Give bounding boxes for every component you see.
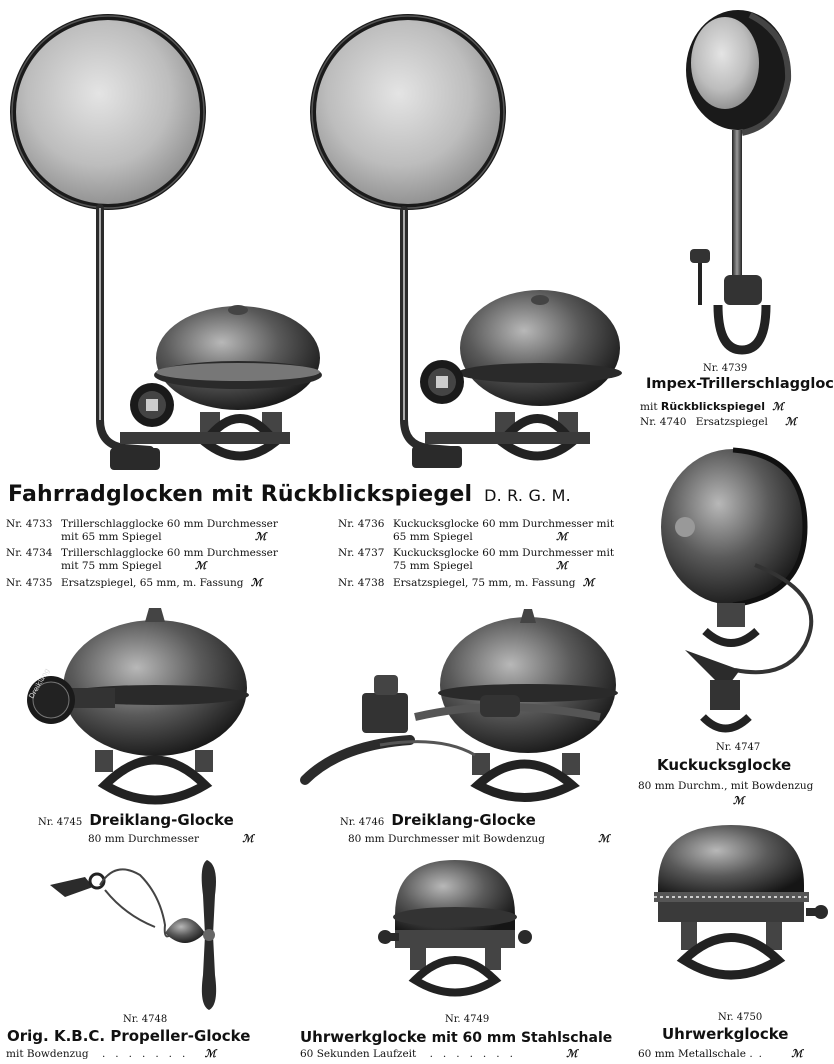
impex-line2: Nr. 4740 Ersatzspiegel ℳ [640, 416, 796, 429]
row-nr: Nr. 4736 [338, 518, 385, 530]
row-price: ℳ [556, 531, 568, 543]
row-line1: Ersatzspiegel, 75 mm, m. Fassung [393, 577, 576, 589]
price: ℳ [242, 833, 254, 845]
price-row-4738: Nr. 4738 Ersatzspiegel, 75 mm, m. Fassung… [338, 577, 594, 590]
price: ℳ [791, 1048, 803, 1060]
price: ℳ [566, 1048, 578, 1060]
caption-dreiklang2: Nr. 4746 Dreiklang-Glocke [340, 810, 536, 829]
impex-line1: mit Rückblickspiegel ℳ [640, 400, 784, 414]
row-line1: Kuckucksglocke 60 mm Durchmesser mit [393, 518, 615, 530]
desc-text: 80 mm Durchmesser mit Bowdenzug [348, 833, 545, 845]
row-price: ℳ [254, 531, 267, 543]
product-price-cuckoo: ℳ [733, 795, 745, 807]
mirror-bell-cuckoo-illustration [310, 14, 622, 468]
propeller-bell-illustration [50, 860, 217, 1010]
product-number-impex: Nr. 4739 [703, 363, 748, 374]
price-row-4735: Nr. 4735 Ersatzspiegel, 65 mm, m. Fassung… [6, 577, 262, 590]
row-price: ℳ [556, 560, 568, 572]
product-number-dreiklang1: Nr. 4745 [38, 817, 83, 828]
clockwork-bell-metal-illustration [654, 825, 828, 980]
price-row-4736: Nr. 4736 Kuckucksglocke 60 mm Durchmesser… [338, 518, 614, 544]
product-title-dreiklang1: Dreiklang-Glocke [89, 811, 234, 829]
dreiklang-bell-illustration [27, 608, 249, 805]
product-title-cuckoo: Kuckucksglocke [657, 756, 792, 774]
row-line2: mit 65 mm Spiegel [61, 531, 162, 543]
product-title-propeller: Orig. K.B.C. Propeller-Glocke [7, 1027, 251, 1045]
desc-text: 60 Sekunden Laufzeit [300, 1048, 417, 1060]
row-line1: Trillerschlagglocke 60 mm Durchmesser [61, 547, 278, 559]
price-row-4733: Nr. 4733 Trillerschlagglocke 60 mm Durchm… [6, 518, 278, 544]
impex-bell-illustration [686, 10, 792, 355]
row-nr: Nr. 4737 [338, 547, 385, 559]
product-desc-dreiklang2: 80 mm Durchmesser mit Bowdenzug ℳ [348, 833, 610, 846]
caption-dreiklang1: Nr. 4745 Dreiklang-Glocke [38, 810, 234, 829]
product-number-clockwork2: Nr. 4750 [718, 1012, 763, 1023]
row-price: ℳ [250, 577, 263, 589]
product-desc-dreiklang1: 80 mm Durchmesser ℳ [88, 833, 254, 846]
impex-line2-nr: Nr. 4740 [640, 416, 687, 428]
impex-line1-bold: Rückblickspiegel [660, 400, 766, 413]
price: ℳ [598, 833, 610, 845]
desc-text: 60 mm Metallschale [638, 1048, 746, 1060]
row-nr: Nr. 4734 [6, 547, 53, 559]
title-rest: mit 60 mm Stahlschale [431, 1030, 613, 1046]
row-nr: Nr. 4738 [338, 577, 385, 589]
product-desc-clockwork1: 60 Sekunden Laufzeit ....... ℳ [300, 1048, 578, 1061]
row-price: ℳ [582, 577, 595, 589]
product-title-dreiklang2: Dreiklang-Glocke [391, 811, 536, 829]
row-nr: Nr. 4735 [6, 577, 53, 589]
product-number-clockwork1: Nr. 4749 [445, 1014, 490, 1025]
product-title-clockwork2: Uhrwerkglocke [662, 1025, 789, 1043]
main-title-text: Fahrradglocken mit Rückblickspiegel [8, 482, 473, 507]
impex-line1-pre: mit [640, 401, 658, 413]
row-line1: Ersatzspiegel, 65 mm, m. Fassung [61, 577, 244, 589]
leader-dots: .. [749, 1048, 769, 1060]
product-number-dreiklang2: Nr. 4746 [340, 817, 385, 828]
product-title-impex: Impex-Trillerschlagglocke [646, 376, 834, 392]
title-bold: Uhrwerkglocke [300, 1028, 427, 1046]
row-line2: mit 75 mm Spiegel [61, 560, 162, 572]
leader-dots: ....... [101, 1048, 196, 1060]
row-line1: Kuckucksglocke 60 mm Durchmesser mit [393, 547, 615, 559]
impex-line2-price: ℳ [785, 416, 797, 428]
mirror-bell-trill-illustration [10, 14, 322, 470]
product-desc-propeller: mit Bowdenzug ....... ℳ [6, 1048, 216, 1061]
dreiklang-bowden-bell-illustration [300, 609, 618, 802]
desc-text: 80 mm Durchmesser [88, 833, 199, 845]
desc-text: mit Bowdenzug [6, 1048, 89, 1060]
price-row-4734: Nr. 4734 Trillerschlagglocke 60 mm Durchm… [6, 547, 278, 573]
price-row-4737: Nr. 4737 Kuckucksglocke 60 mm Durchmesser… [338, 547, 614, 573]
impex-line1-price: ℳ [772, 401, 784, 413]
row-line1: Trillerschlagglocke 60 mm Durchmesser [61, 518, 278, 530]
product-desc-clockwork2: 60 mm Metallschale .. ℳ [638, 1048, 803, 1061]
row-price: ℳ [194, 560, 207, 572]
product-number-propeller: Nr. 4748 [123, 1014, 168, 1025]
row-nr: Nr. 4733 [6, 518, 53, 530]
product-desc-cuckoo: 80 mm Durchm., mit Bowdenzug [638, 780, 814, 792]
cuckoo-bell-illustration [661, 447, 814, 733]
leader-dots: ....... [429, 1048, 523, 1060]
main-title: Fahrradglocken mit Rückblickspiegel D. R… [8, 482, 571, 507]
row-line2: 75 mm Spiegel [393, 560, 473, 572]
clockwork-bell-steel-illustration [378, 860, 532, 997]
product-title-clockwork1: Uhrwerkglocke mit 60 mm Stahlschale [300, 1027, 612, 1046]
main-title-mark: D. R. G. M. [484, 486, 571, 505]
impex-line2-text: Ersatzspiegel [695, 416, 768, 428]
product-number-cuckoo: Nr. 4747 [716, 742, 761, 753]
row-line2: 65 mm Spiegel [393, 531, 473, 543]
price: ℳ [204, 1048, 216, 1060]
